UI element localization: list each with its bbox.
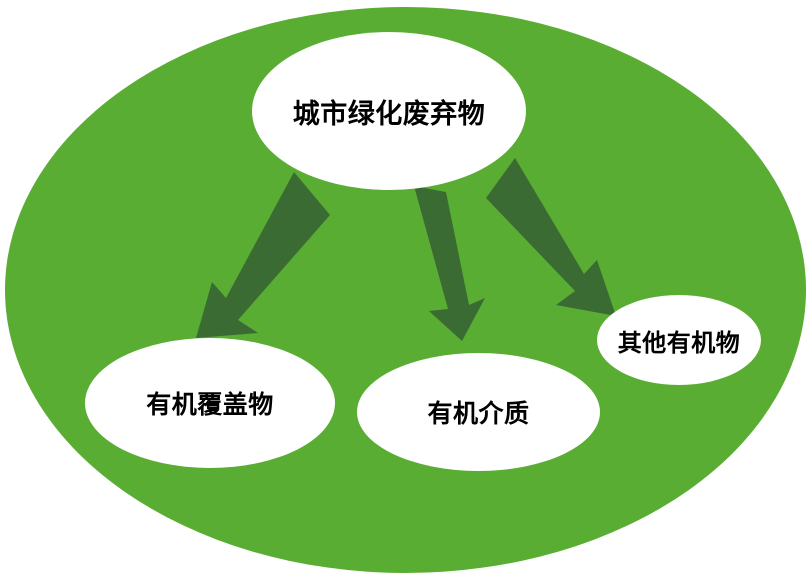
arrow-to-branch-1 [414,186,485,341]
arrow-to-branch-0 [196,172,330,338]
node-branch-2-ellipse[interactable] [597,295,761,385]
node-source-ellipse[interactable] [252,32,526,190]
arrow-to-branch-2 [486,158,616,316]
node-branch-0-ellipse[interactable] [85,338,335,468]
node-branch-1-ellipse[interactable] [357,353,600,471]
